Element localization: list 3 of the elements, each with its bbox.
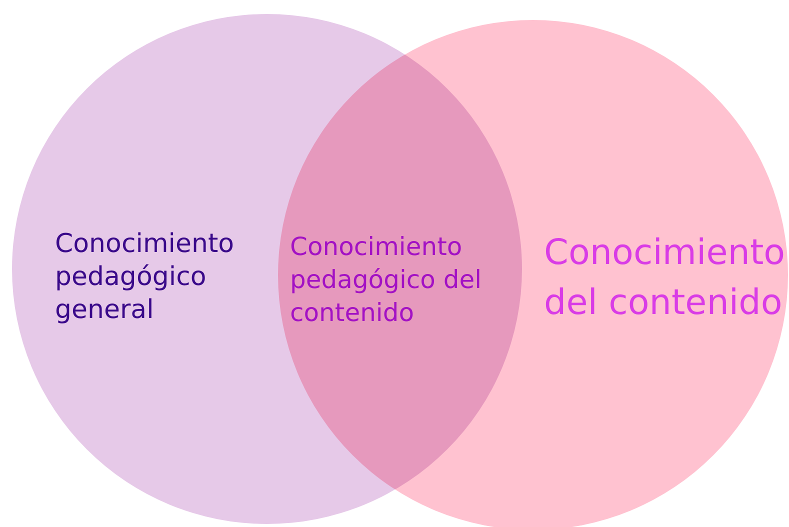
overlap-label: Conocimiento pedagógico del contenido (290, 231, 483, 329)
circle-label: Conocimiento pedagógico general (55, 228, 236, 327)
circle-label: Conocimiento del contenido (544, 232, 784, 325)
